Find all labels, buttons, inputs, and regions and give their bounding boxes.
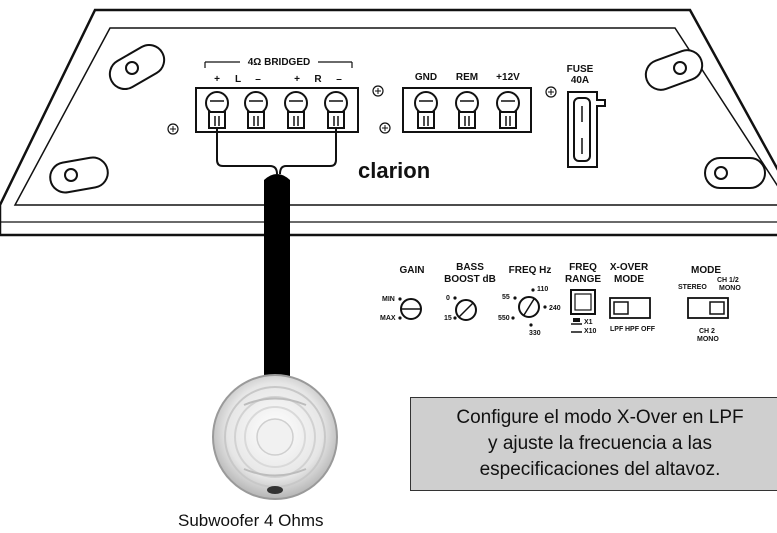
- gain-knob-icon[interactable]: [400, 298, 422, 320]
- freq-330-label: 330: [529, 330, 541, 337]
- freq-hz-title: FREQ Hz: [509, 265, 552, 276]
- screw-icon: [379, 122, 391, 134]
- 12v-label: +12V: [496, 72, 520, 83]
- xover-lpf-label: LPF: [610, 326, 624, 333]
- freq-range-title-line2: RANGE: [565, 274, 601, 285]
- mounting-slot-top-left: [108, 44, 166, 90]
- bass-boost-0-label: 0: [446, 295, 450, 302]
- xover-mode-switch[interactable]: [609, 297, 651, 319]
- freq-range-title-line1: FREQ: [569, 262, 597, 273]
- terminal-label: R: [314, 74, 322, 85]
- freq-range-x1-label: X1: [584, 319, 593, 326]
- bass-boost-15-label: 15: [444, 315, 452, 322]
- freq-110-label: 110: [537, 286, 548, 293]
- instruction-note: Configure el modo X-Over en LPF y ajuste…: [410, 397, 777, 491]
- freq-knob-icon[interactable]: [518, 296, 540, 318]
- terminal-label: –: [336, 74, 342, 85]
- control-panel: GAIN MIN MAX BASS BOOST dB 0 15 FREQ Hz …: [380, 262, 741, 343]
- xover-hpf-label: HPF: [625, 326, 640, 333]
- gain-min-label: MIN: [382, 296, 395, 303]
- terminal-label: +: [214, 74, 220, 85]
- freq-55-label: 55: [502, 294, 510, 301]
- mode-ch2-line2: MONO: [697, 336, 719, 343]
- freq-range-x10-label: X10: [584, 328, 597, 335]
- screw-icon: [372, 85, 384, 97]
- gain-title: GAIN: [400, 265, 425, 276]
- mode-title: MODE: [691, 265, 721, 276]
- mode-ch2-line1: CH 2: [699, 328, 715, 335]
- bass-boost-title-line2: BOOST dB: [444, 274, 496, 285]
- freq-range-button[interactable]: [570, 289, 596, 315]
- speaker-caption: Subwoofer 4 Ohms: [178, 511, 324, 530]
- speaker-terminal-block: 4Ω BRIDGED + L – + R –: [195, 57, 359, 133]
- terminal-label: L: [235, 74, 241, 85]
- screw-icon: [545, 86, 557, 98]
- mounting-slot-bottom-left: [49, 156, 109, 194]
- gnd-label: GND: [415, 72, 437, 83]
- mode-ch12-line2: MONO: [719, 285, 741, 292]
- xover-off-label: OFF: [641, 326, 656, 333]
- xover-title-line2: MODE: [614, 274, 644, 285]
- terminal-label: –: [255, 74, 261, 85]
- bass-boost-knob-icon[interactable]: [455, 299, 477, 321]
- bass-boost-title-line1: BASS: [456, 262, 484, 273]
- mode-stereo-label: STEREO: [678, 284, 707, 291]
- gain-max-label: MAX: [380, 315, 396, 322]
- mode-ch12-line1: CH 1/2: [717, 277, 739, 284]
- bridged-label: 4Ω BRIDGED: [248, 57, 310, 68]
- note-line-3: especificaciones del altavoz.: [479, 459, 721, 480]
- fuse-label: FUSE: [567, 64, 594, 75]
- xover-title-line1: X-OVER: [610, 262, 649, 273]
- fuse-holder: FUSE 40A: [567, 64, 606, 168]
- fuse-rating: 40A: [571, 75, 589, 86]
- note-line-1: Configure el modo X-Over en LPF: [456, 407, 744, 428]
- freq-240-label: 240: [549, 305, 561, 312]
- brand-logo: clarion: [358, 158, 430, 183]
- amplifier-body: [0, 8, 777, 237]
- mounting-slot-top-right: [644, 49, 704, 91]
- subwoofer-icon: [212, 374, 338, 500]
- mode-switch[interactable]: [687, 297, 729, 319]
- mounting-slot-bottom-right: [704, 157, 766, 189]
- freq-550-label: 550: [498, 315, 510, 322]
- screw-icon: [167, 123, 179, 135]
- power-terminal-block: GND REM +12V: [402, 72, 532, 133]
- speaker-wires: [216, 128, 337, 378]
- note-line-2: y ajuste la frecuencia a las: [488, 433, 712, 454]
- terminal-label: +: [294, 74, 300, 85]
- rem-label: REM: [456, 72, 478, 83]
